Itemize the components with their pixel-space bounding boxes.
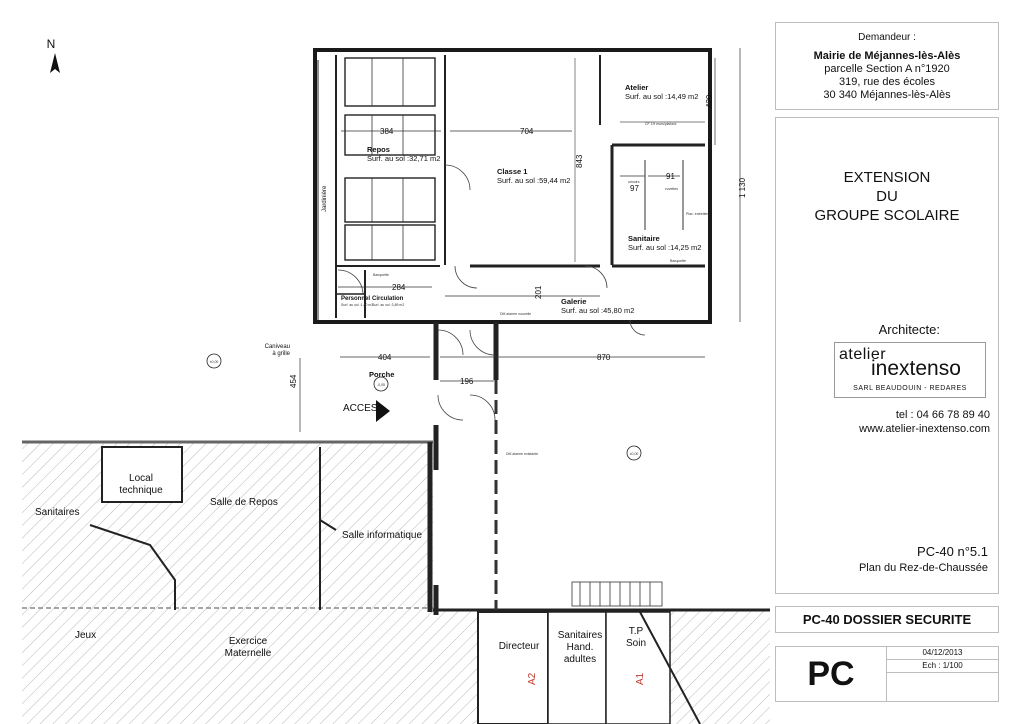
level-markers: ±0,00 ±0,00 -0,05 (206, 353, 642, 461)
architect-heading: Architecte: (878, 322, 940, 337)
level-3: -0,05 (377, 383, 385, 387)
label-banquette-2: Banquette (670, 259, 686, 263)
project-code: PC-40 n°5.1 (917, 544, 988, 559)
label-acces: ACCES (343, 403, 378, 414)
level-1: ±0,00 (210, 360, 219, 364)
applicant-city: 30 340 Méjannes-lès-Alès (823, 89, 951, 101)
room-personnel-area: Surf. au sol :1,80 m2 (341, 303, 373, 307)
dim-196: 196 (460, 377, 474, 386)
dim-870: 870 (597, 353, 611, 362)
applicant-street: 319, rue des écoles (838, 76, 935, 88)
room-salle-info: Salle informatique (342, 530, 422, 541)
dossier-title: PC-40 DOSSIER SECURITE (802, 612, 972, 627)
room-repos-area: Surf. au sol :32,71 m2 (367, 154, 440, 163)
architect-web: www.atelier-inextenso.com (859, 423, 990, 435)
applicant-panel: Demandeur : Mairie de Méjannes-lès-Alès … (775, 22, 999, 110)
applicant-parcel: parcelle Section A n°1920 (824, 63, 950, 75)
new-extension (313, 48, 712, 615)
room-exercice-line1: Exercice (229, 636, 268, 647)
applicant-heading: Demandeur : (858, 32, 916, 43)
room-porche-name: Porche (369, 370, 394, 379)
dim-201: 201 (534, 285, 543, 299)
room-sanit-hand-line1: Sanitaires (558, 630, 602, 641)
stamp-panel: PC 04/12/2013 Ech : 1/100 (775, 646, 999, 702)
dim-420: 420 (705, 94, 714, 108)
project-line1: EXTENSION (843, 169, 931, 186)
acces-arrow-icon (376, 400, 390, 422)
room-classe-area: Surf. au sol :59,44 m2 (497, 176, 570, 185)
existing-building (22, 440, 770, 724)
dim-284: 284 (392, 283, 406, 292)
logo-atelier: atelier (839, 346, 887, 363)
room-sanitaire-name: Sanitaire (628, 234, 660, 243)
project-panel: EXTENSION DU GROUPE SCOLAIRE Architecte:… (775, 117, 999, 594)
north-compass: N (47, 37, 60, 73)
room-sanitaires: Sanitaires (35, 507, 79, 518)
label-cf: CF 1H murs/plafond (645, 122, 676, 126)
room-labels: Atelier Surf. au sol :14,49 m2 Repos Sur… (341, 83, 701, 379)
dossier-panel: PC-40 DOSSIER SECURITE (775, 606, 999, 633)
label-cuvettes: cuvettes (665, 187, 678, 191)
level-2: ±0,00 (630, 452, 639, 456)
dimension-labels: 384 704 843 420 1 130 97 91 284 201 404 … (289, 94, 747, 388)
room-classe-name: Classe 1 (497, 167, 527, 176)
label-caniveau-line2: à grille (272, 351, 290, 357)
dim-704: 704 (520, 127, 534, 136)
room-tp-soin-line1: T.P (629, 626, 644, 637)
label-banquette-1: Banquette (373, 273, 389, 277)
project-line3: GROUPE SCOLAIRE (814, 207, 960, 224)
architect-logo: atelier inextenso SARL BEAUDOUIN - REDAR… (834, 342, 986, 398)
logo-inextenso: inextenso (871, 357, 961, 380)
label-alarme-nouvelle: DM alarme nouvelle (500, 312, 531, 316)
label-plac: Plac. entretien (686, 212, 708, 216)
stamp-code: PC (776, 647, 887, 701)
north-letter: N (47, 37, 56, 51)
room-directeur: Directeur (499, 641, 540, 652)
dim-91: 91 (666, 172, 675, 181)
room-personnel-name: Personnel (341, 296, 370, 302)
dim-1130: 1 130 (738, 177, 747, 198)
annotations: Jardinière Caniveau à grille ACCES Banqu… (265, 122, 709, 456)
existing-room-labels: Local technique Sanitaires Salle de Repo… (35, 473, 646, 685)
floor-plan: N Atelier Surf. au sol :14,49 m2 Repos S… (22, 37, 770, 724)
room-circulation-area: Surf. au sol :3,89 m2 (372, 303, 404, 307)
dim-384: 384 (380, 127, 394, 136)
section-a2: A2 (527, 672, 538, 685)
room-sanitaire-area: Surf. au sol :14,25 m2 (628, 243, 701, 252)
room-tp-soin-line2: Soin (626, 638, 646, 649)
room-exercice-line2: Maternelle (225, 648, 272, 659)
room-sanit-hand-line3: adultes (564, 654, 596, 665)
room-galerie-area: Surf. au sol :45,80 m2 (561, 306, 634, 315)
logo-sub: SARL BEAUDOUIN - REDARES (853, 385, 967, 392)
room-galerie-name: Galerie (561, 297, 586, 306)
room-local-line1: Local (129, 473, 153, 484)
dimensions (299, 48, 741, 432)
room-local-line2: technique (119, 485, 163, 496)
label-caniveau-line1: Caniveau (265, 344, 290, 350)
stamp-date: 04/12/2013 (887, 647, 998, 660)
room-circulation-name: Circulation (372, 296, 404, 302)
room-atelier-area: Surf. au sol :14,49 m2 (625, 92, 698, 101)
room-sanit-hand-line2: Hand. (567, 642, 594, 653)
label-urinoirs: urinoirs (628, 180, 640, 184)
room-salle-repos: Salle de Repos (210, 497, 278, 508)
stamp-scale: Ech : 1/100 (887, 660, 998, 673)
dim-97: 97 (630, 184, 639, 193)
applicant-name: Mairie de Méjannes-lès-Alès (813, 50, 961, 62)
room-jeux: Jeux (75, 630, 96, 641)
dim-843: 843 (575, 154, 584, 168)
dim-404: 404 (378, 353, 392, 362)
section-a1: A1 (635, 672, 646, 685)
dim-454: 454 (289, 374, 298, 388)
architect-tel: tel : 04 66 78 89 40 (895, 409, 990, 421)
room-atelier-name: Atelier (625, 83, 648, 92)
project-line2: DU (876, 188, 898, 205)
label-jardiniere: Jardinière (322, 185, 328, 212)
label-alarme-existante: DM alarme existante (506, 452, 538, 456)
room-repos-name: Repos (367, 145, 390, 154)
project-plan: Plan du Rez-de-Chaussée (858, 562, 988, 574)
